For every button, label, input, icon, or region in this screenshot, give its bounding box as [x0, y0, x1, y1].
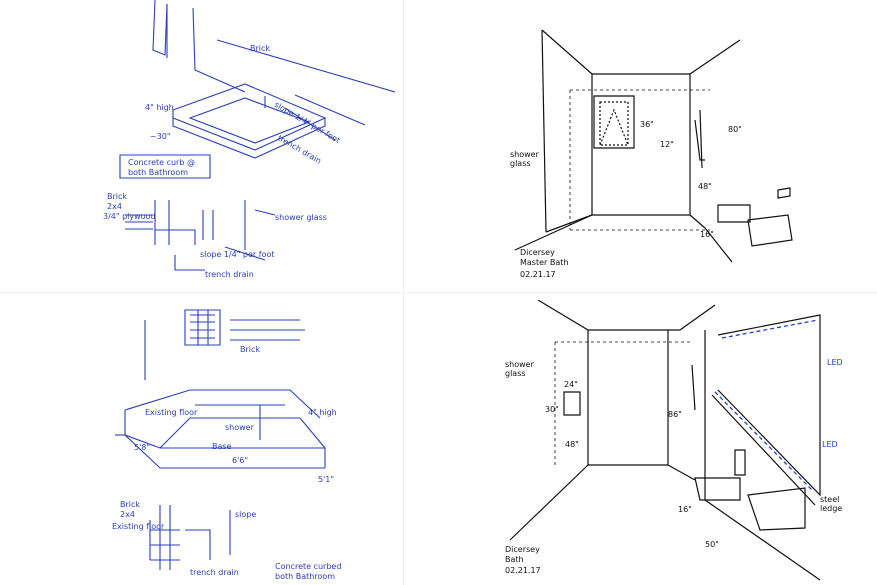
label-led-2: LED	[822, 440, 838, 449]
label-dim-16: 16"	[700, 230, 714, 239]
label-dim-12: 12"	[660, 140, 674, 149]
label-dim-50: 50"	[705, 540, 719, 549]
sketch-title: Dicersey	[520, 248, 555, 257]
sketch-shower-base: Brick Existing floor shower Base 4" high…	[100, 300, 400, 585]
label-curb-note-2: both Bathroom	[128, 168, 189, 177]
sketch-title: Dicersey	[505, 545, 540, 554]
label-concrete: Concrete curbed	[275, 562, 342, 571]
label-dim-24: 24"	[564, 380, 578, 389]
label-shower-glass: shower glass	[505, 360, 534, 378]
label-brick-2: Brick	[107, 192, 128, 201]
label-2x4: 2x4	[107, 202, 122, 211]
label-dim-36: 36"	[640, 120, 654, 129]
label-concrete-2: both Bathroom	[275, 572, 336, 581]
bath-drawing	[509, 300, 821, 581]
label-shower-glass: shower glass	[275, 213, 327, 222]
label-dim-3: 5'1"	[318, 475, 335, 484]
label-existing-floor-2: Existing floor	[112, 522, 165, 531]
label-brick: Brick	[250, 44, 271, 53]
label-curb-note: Concrete curb @	[128, 158, 195, 167]
label-base: Base	[212, 442, 232, 451]
label-brick: Brick	[240, 345, 261, 354]
sketch-curb-detail: Brick slope 1/4" per foot trench drain 4…	[95, 0, 395, 292]
sketch-bath: shower glass 24" 30" 86" 48" 16" 50" LED…	[500, 300, 877, 585]
panel-divider-horizontal	[0, 292, 877, 293]
label-shower: shower	[225, 423, 254, 432]
label-dim-2: 6'6"	[232, 456, 249, 465]
label-slope-2: slope 1/4" per foot	[200, 250, 275, 259]
label-steel: steel	[820, 495, 840, 504]
label-trench: trench drain	[190, 568, 239, 577]
label-slope: slope	[235, 510, 257, 519]
label-dim-48: 48"	[565, 440, 579, 449]
label-led-1: LED	[827, 358, 843, 367]
sketch-curb-drawing	[119, 0, 395, 271]
label-2x4: 2x4	[120, 510, 135, 519]
sketch-master-bath: shower glass 36" 80" 12" 48" 16" Dicerse…	[500, 0, 800, 292]
label-high: 4" high	[308, 408, 337, 417]
label-plywood: 3/4" plywood	[103, 212, 156, 221]
label-dim-48: 48"	[698, 182, 712, 191]
label-ledge: ledge	[820, 504, 843, 513]
sketch-date: 02.21.17	[520, 270, 556, 279]
label-shower-glass: shower glass	[510, 150, 539, 168]
shower-base-drawing	[115, 309, 326, 570]
label-existing-floor: Existing floor	[145, 408, 198, 417]
label-dim-16: 16"	[678, 505, 692, 514]
sketch-subtitle: Bath	[505, 555, 524, 564]
master-bath-drawing	[514, 29, 793, 263]
sketch-date: 02.21.17	[505, 566, 541, 575]
label-trench-2: trench drain	[205, 270, 254, 279]
label-brick-2: Brick	[120, 500, 141, 509]
label-dim-86: 86"	[668, 410, 682, 419]
sketch-subtitle: Master Bath	[520, 258, 569, 267]
label-dim-80: 80"	[728, 125, 742, 134]
label-high: 4" high	[145, 103, 174, 112]
label-dim-1: 5'8"	[134, 443, 151, 452]
label-dim-30: 30"	[545, 405, 559, 414]
label-dim: ~30"	[150, 132, 171, 141]
